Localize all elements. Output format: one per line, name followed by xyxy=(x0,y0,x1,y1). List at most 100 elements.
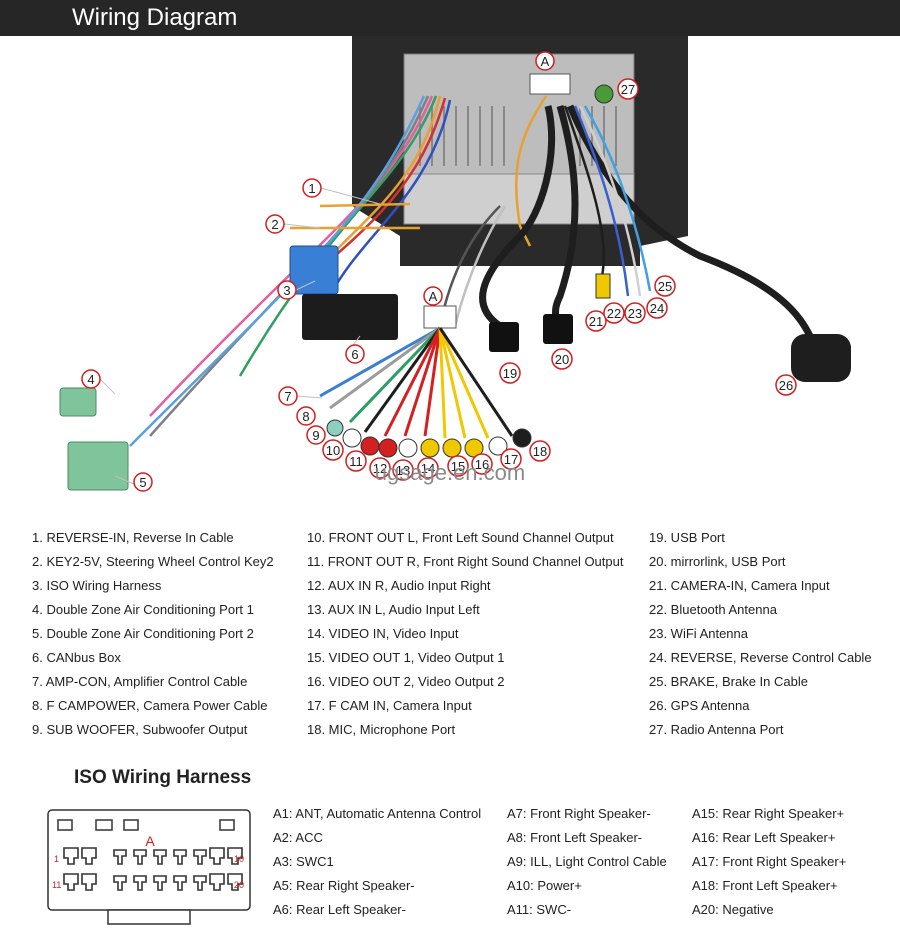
header-bar: Wiring Diagram xyxy=(0,0,900,36)
usb-plug-19 xyxy=(489,322,519,352)
wiring-diagram: 1 2 3 4 5 6 7 8 9 10 11 12 13 14 15 16 1… xyxy=(0,36,900,520)
pin-item: A8: Front Left Speaker- xyxy=(507,830,643,845)
iso-connector-label: A xyxy=(145,833,155,849)
legend-item: 22. Bluetooth Antenna xyxy=(649,602,777,617)
svg-text:2: 2 xyxy=(271,217,278,232)
svg-text:5: 5 xyxy=(139,475,146,490)
legend-item: 14. VIDEO IN, Video Input xyxy=(307,626,459,641)
svg-text:23: 23 xyxy=(628,306,642,321)
connector-a-plug xyxy=(423,305,457,329)
legend-item: 6. CANbus Box xyxy=(32,650,121,665)
iso-pins-column-3: A15: Rear Right Speaker+ A16: Rear Left … xyxy=(692,802,846,922)
callout-1: 1 xyxy=(302,178,322,198)
callout-15: 15 xyxy=(447,455,469,477)
callout-3: 3 xyxy=(277,280,297,300)
svg-text:20: 20 xyxy=(555,352,569,367)
svg-text:3: 3 xyxy=(283,283,290,298)
svg-text:16: 16 xyxy=(475,457,489,472)
pin-item: A7: Front Right Speaker- xyxy=(507,806,651,821)
pin-item: A3: SWC1 xyxy=(273,854,334,869)
svg-text:15: 15 xyxy=(451,459,465,474)
legend-column-1: 1. REVERSE-IN, Reverse In Cable 2. KEY2-… xyxy=(32,526,274,742)
svg-text:9: 9 xyxy=(312,428,319,443)
legend-item: 5. Double Zone Air Conditioning Port 2 xyxy=(32,626,254,641)
legend-item: 12. AUX IN R, Audio Input Right xyxy=(307,578,491,593)
svg-text:7: 7 xyxy=(284,389,291,404)
svg-text:12: 12 xyxy=(373,461,387,476)
svg-text:6: 6 xyxy=(351,347,358,362)
iso-pins-column-2: A7: Front Right Speaker- A8: Front Left … xyxy=(507,802,667,922)
callout-14: 14 xyxy=(417,457,439,479)
svg-text:22: 22 xyxy=(607,306,621,321)
pin-item: A18: Front Left Speaker+ xyxy=(692,878,838,893)
callout-a-harness: A xyxy=(423,286,443,306)
callout-17: 17 xyxy=(500,448,522,470)
rca-yellow-camera-in xyxy=(595,273,611,299)
callout-2: 2 xyxy=(265,214,285,234)
ac-port-1 xyxy=(59,387,97,417)
legend-column-3: 19. USB Port 20. mirrorlink, USB Port 21… xyxy=(649,526,872,742)
control-wires xyxy=(563,105,652,297)
legend-item: 23. WiFi Antenna xyxy=(649,626,748,641)
legend-item: 25. BRAKE, Brake In Cable xyxy=(649,674,808,689)
pin-item: A10: Power+ xyxy=(507,878,582,893)
svg-text:18: 18 xyxy=(533,444,547,459)
callout-21: 21 xyxy=(585,310,607,332)
svg-text:8: 8 xyxy=(302,409,309,424)
svg-text:A: A xyxy=(541,54,550,69)
callout-24: 24 xyxy=(646,297,668,319)
callout-19: 19 xyxy=(499,362,521,384)
legend-item: 3. ISO Wiring Harness xyxy=(32,578,162,593)
iso-connector xyxy=(289,245,339,295)
iso-connector-figure: A 1 10 11 20 xyxy=(44,806,254,932)
callout-8: 8 xyxy=(296,406,316,426)
legend-item: 24. REVERSE, Reverse Control Cable xyxy=(649,650,872,665)
legend-item: 1. REVERSE-IN, Reverse In Cable xyxy=(32,530,234,545)
legend-item: 20. mirrorlink, USB Port xyxy=(649,554,786,569)
pin-item: A1: ANT, Automatic Antenna Control xyxy=(273,806,482,821)
pin-number-20: 20 xyxy=(234,880,244,890)
legend-item: 10. FRONT OUT L, Front Left Sound Channe… xyxy=(307,530,614,545)
pin-number-10: 10 xyxy=(234,854,244,864)
svg-text:24: 24 xyxy=(650,301,664,316)
pin-item: A6: Rear Left Speaker- xyxy=(273,902,406,917)
callout-5: 5 xyxy=(133,472,153,492)
pin-item: A16: Rear Left Speaker+ xyxy=(692,830,836,845)
callout-23: 23 xyxy=(624,302,646,324)
pin-item: A9: ILL, Light Control Cable xyxy=(507,854,667,869)
iso-pins-column-1: A1: ANT, Automatic Antenna Control A2: A… xyxy=(273,802,481,922)
legend-column-2: 10. FRONT OUT L, Front Left Sound Channe… xyxy=(307,526,623,742)
svg-text:17: 17 xyxy=(504,452,518,467)
usb-cables xyxy=(479,104,814,338)
svg-text:1: 1 xyxy=(308,181,315,196)
pin-number-1: 1 xyxy=(54,854,59,864)
svg-text:27: 27 xyxy=(621,82,635,97)
canbus-box xyxy=(302,294,398,340)
legend-item: 11. FRONT OUT R, Front Right Sound Chann… xyxy=(307,554,624,569)
svg-text:A: A xyxy=(429,289,438,304)
svg-text:21: 21 xyxy=(589,314,603,329)
callout-26: 26 xyxy=(775,374,797,396)
legend-item: 18. MIC, Microphone Port xyxy=(307,722,456,737)
callout-9: 9 xyxy=(306,425,326,445)
pin-item: A11: SWC- xyxy=(507,902,572,917)
svg-text:19: 19 xyxy=(503,366,517,381)
legend-item: 27. Radio Antenna Port xyxy=(649,722,784,737)
callout-12: 12 xyxy=(369,457,391,479)
callout-13: 13 xyxy=(392,459,414,481)
svg-text:10: 10 xyxy=(326,443,340,458)
iso-section-title: ISO Wiring Harness xyxy=(74,767,252,788)
callout-7: 7 xyxy=(278,386,298,406)
callout-18: 18 xyxy=(529,440,551,462)
callout-6: 6 xyxy=(345,344,365,364)
callout-markers: 1 2 3 4 5 6 7 8 9 10 11 12 13 14 15 16 1… xyxy=(81,51,797,492)
callout-27: 27 xyxy=(617,78,639,100)
legend-item: 21. CAMERA-IN, Camera Input xyxy=(649,578,830,593)
legend-item: 9. SUB WOOFER, Subwoofer Output xyxy=(32,722,248,737)
svg-text:25: 25 xyxy=(658,279,672,294)
svg-text:13: 13 xyxy=(396,463,410,478)
callout-25: 25 xyxy=(654,275,676,297)
callout-11: 11 xyxy=(345,450,367,472)
callout-20: 20 xyxy=(551,348,573,370)
legend-item: 16. VIDEO OUT 2, Video Output 2 xyxy=(307,674,505,689)
